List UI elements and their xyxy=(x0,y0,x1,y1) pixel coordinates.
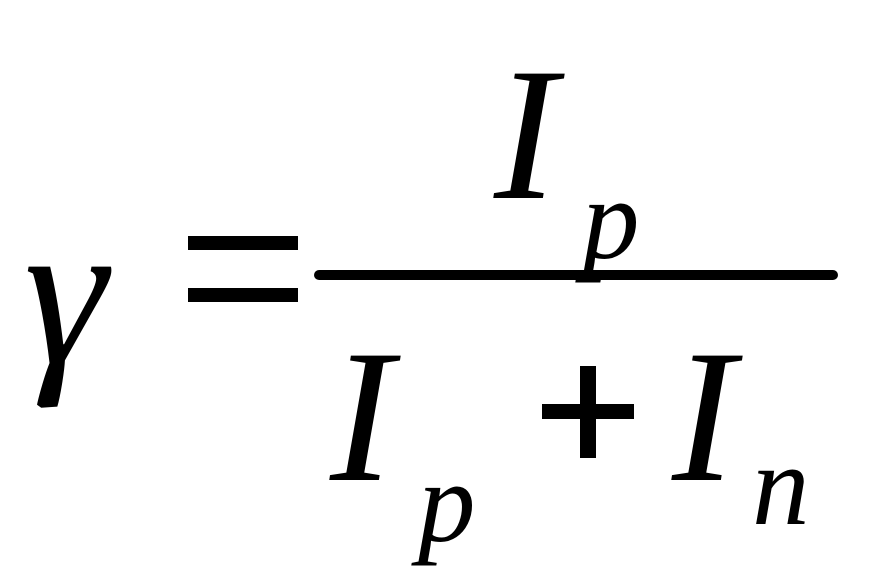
numerator-subscript: p xyxy=(582,156,640,283)
plus-sign-vertical xyxy=(580,366,596,458)
denominator-term1-symbol: I xyxy=(330,312,394,522)
numerator-current-symbol: I xyxy=(494,30,558,240)
equals-sign-bottom-bar xyxy=(188,288,298,302)
equals-sign-top-bar xyxy=(188,236,298,250)
denominator-term2-subscript: n xyxy=(752,422,810,549)
fraction-bar xyxy=(314,270,838,280)
denominator-term1-subscript: p xyxy=(418,439,476,566)
gamma-symbol: γ xyxy=(24,177,107,409)
denominator-term2-symbol: I xyxy=(672,312,736,522)
